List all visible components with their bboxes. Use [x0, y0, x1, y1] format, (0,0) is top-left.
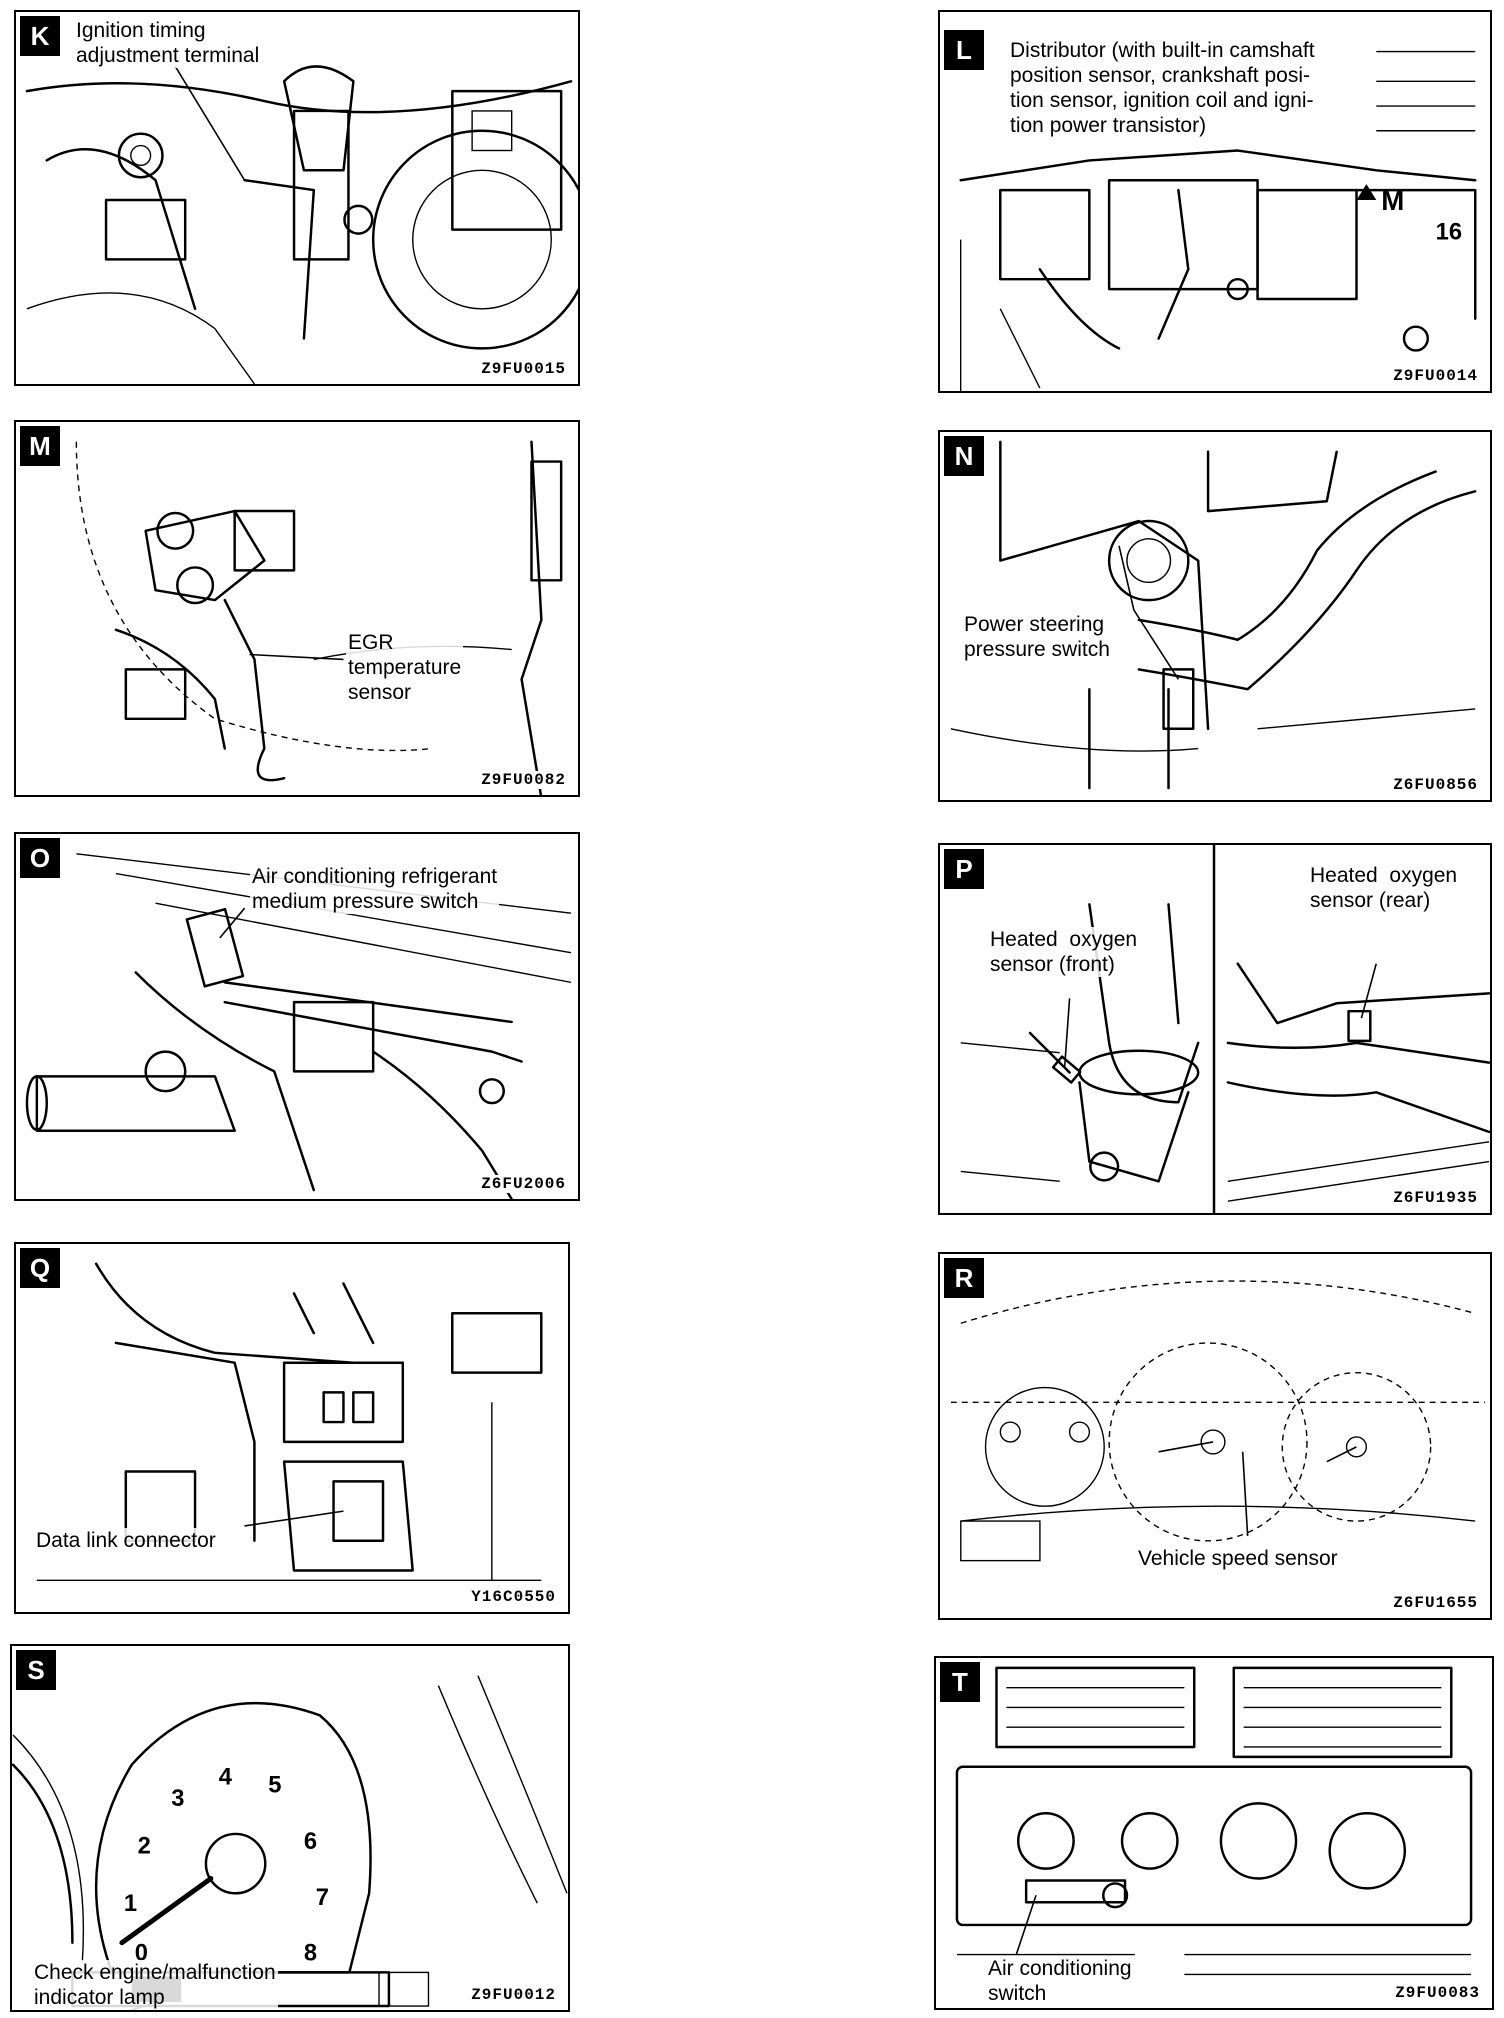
panel-letter: M [20, 426, 60, 466]
panel-letter: N [944, 436, 984, 476]
panel-r: R Vehicle speed sensor Z6FU1655 [938, 1252, 1492, 1620]
figure-code: Z6FU1935 [1391, 1189, 1480, 1207]
panel-t: T Air conditioning switch Z9FU0083 [934, 1656, 1494, 2010]
panel-label: Distributor (with built-in camshaft posi… [1008, 38, 1317, 138]
figure-code: Z9FU0082 [479, 771, 568, 789]
dial-mark: 3 [171, 1786, 184, 1812]
figure-code: Z6FU1655 [1391, 1594, 1480, 1612]
climate-control-illustration [955, 1666, 1473, 1976]
panel-letter: O [20, 838, 60, 878]
panel-label-front: Heated oxygen sensor (front) [988, 927, 1140, 977]
dial-mark: 6 [304, 1829, 317, 1855]
panel-letter: K [20, 16, 60, 56]
panel-letter: S [16, 1650, 56, 1690]
figure-code: Y16C0550 [469, 1588, 558, 1606]
dial-mark: 2 [138, 1834, 151, 1860]
power-steering-illustration [950, 440, 1477, 790]
panel-k: K Ignition timing adjustment terminal Z9… [14, 10, 580, 386]
distributor-illustration: M 16 [959, 50, 1477, 391]
panel-label: Data link connector [34, 1528, 218, 1553]
dial-mark: 7 [316, 1885, 329, 1911]
figure-code: Z9FU0012 [469, 1986, 558, 2004]
panel-n: N Power steering pressure switch Z6FU085… [938, 430, 1492, 802]
figure-code: Z6FU0856 [1391, 776, 1480, 794]
egr-sensor-illustration [75, 440, 563, 795]
panel-letter: R [944, 1258, 984, 1298]
dial-mark: 4 [219, 1764, 233, 1790]
panel-q: Q Data link connector Y16C0550 [14, 1242, 570, 1614]
svg-text:M: M [1381, 185, 1404, 216]
panel-s: S 0 1 2 3 4 5 6 7 8 Check engine/malfunc… [10, 1644, 570, 2012]
panel-letter: Q [20, 1248, 60, 1288]
panel-o: O Air conditioning refrigerant medium pr… [14, 832, 580, 1201]
data-link-connector-illustration [36, 1262, 543, 1582]
figure-code: Z9FU0014 [1391, 367, 1480, 385]
panel-label-rear: Heated oxygen sensor (rear) [1308, 863, 1460, 913]
panel-label: Check engine/malfunction indicator lamp [32, 1960, 278, 2010]
panel-label: Air conditioning switch [986, 1956, 1134, 2006]
panel-m: M EGR temperature sensor Z9FU0082 [14, 420, 580, 797]
dial-mark: 8 [304, 1941, 317, 1967]
figure-code: Z6FU2006 [479, 1175, 568, 1193]
ignition-timing-illustration [25, 65, 578, 384]
panel-label: Power steering pressure switch [962, 612, 1112, 662]
oxygen-sensor-illustration [960, 845, 1490, 1213]
figure-code: Z9FU0015 [479, 360, 568, 378]
svg-text:16: 16 [1436, 220, 1462, 246]
panel-letter: P [944, 849, 984, 889]
ac-pressure-switch-illustration [25, 853, 572, 1199]
panel-letter: T [940, 1662, 980, 1702]
panel-label: EGR temperature sensor [346, 630, 464, 705]
figure-code: Z9FU0083 [1393, 1984, 1482, 2002]
dial-mark: 1 [124, 1891, 137, 1917]
panel-l: L M 16 Distributor (with built-in camsha… [938, 10, 1492, 393]
panel-label: Ignition timing adjustment terminal [74, 18, 262, 68]
panel-label: Vehicle speed sensor [1136, 1546, 1340, 1571]
panel-p: P Heated oxygen sensor (front) Heated ox… [938, 843, 1492, 1215]
tachometer-illustration: 0 1 2 3 4 5 6 7 8 [12, 1675, 568, 2010]
panel-label: Air conditioning refrigerant medium pres… [250, 864, 500, 914]
panel-letter: L [944, 30, 984, 70]
instrument-cluster-illustration [950, 1280, 1486, 1562]
dial-mark: 5 [268, 1772, 281, 1798]
